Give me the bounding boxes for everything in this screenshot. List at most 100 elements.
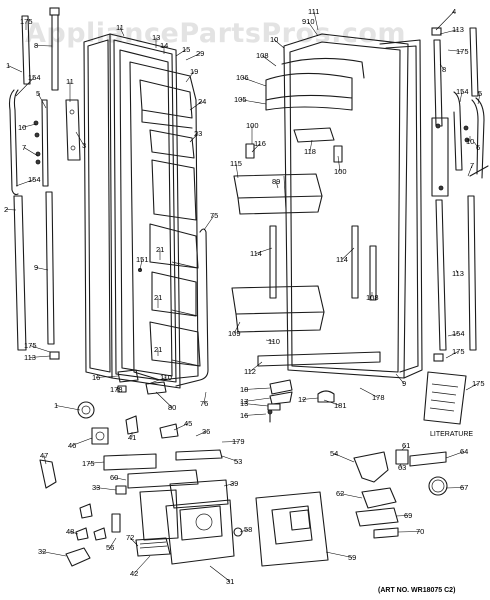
callout-leader xyxy=(467,165,473,177)
part-callout-label: 113 xyxy=(452,25,464,34)
part-callout-label: 113 xyxy=(452,269,464,278)
callout-leader xyxy=(147,377,167,385)
part-callout-label: 33 xyxy=(92,483,100,492)
callout-leader xyxy=(243,403,269,407)
part-callout-label: 11 xyxy=(116,23,124,32)
callout-leader xyxy=(239,529,249,533)
part-callout-label: 36 xyxy=(202,427,210,436)
callout-leader xyxy=(221,441,239,443)
callout-leader xyxy=(265,339,275,342)
part-callout-label: 175 xyxy=(24,341,37,350)
part-callout-label: 14 xyxy=(160,41,168,50)
callout-leader xyxy=(325,551,353,558)
callout-leader xyxy=(435,11,455,31)
part-callout-label: 13 xyxy=(240,399,248,408)
part-callout-label: 8 xyxy=(442,65,446,74)
part-callout-label: 110 xyxy=(160,373,172,382)
part-callout-label: 154 xyxy=(28,175,41,184)
part-callout-label: 48 xyxy=(66,527,74,536)
part-callout-label: 47 xyxy=(40,451,48,460)
callout-leader xyxy=(243,387,271,390)
part-callout-label: 113 xyxy=(24,353,36,362)
part-callout-label: 175 xyxy=(456,47,469,56)
part-callout-label: 60 xyxy=(110,473,118,482)
callout-leader xyxy=(95,487,117,491)
part-callout-label: 21 xyxy=(154,293,162,302)
callout-leader xyxy=(459,91,463,103)
callout-leader xyxy=(75,131,85,146)
callout-leader xyxy=(261,55,277,67)
callout-leader xyxy=(95,375,119,378)
callout-leader xyxy=(301,397,319,400)
callout-leader xyxy=(397,531,421,533)
callout-leader xyxy=(339,493,363,499)
callout-leader xyxy=(333,453,355,463)
callout-leader xyxy=(439,63,445,70)
literature-booklet: LITERATURE xyxy=(423,371,473,438)
part-callout-label: 154 xyxy=(456,87,469,96)
part-callout-label: 76 xyxy=(200,399,208,408)
callout-leader xyxy=(35,45,53,47)
callout-leader xyxy=(203,391,207,404)
part-callout-label: 175 xyxy=(472,379,485,388)
part-callout-label: 3 xyxy=(82,141,86,150)
callout-leader xyxy=(465,383,479,391)
part-callout-label: 39 xyxy=(230,479,238,488)
part-callout-label: 105 xyxy=(234,95,247,104)
callout-leader xyxy=(109,537,117,548)
callout-leader xyxy=(243,413,267,416)
callout-leader xyxy=(139,259,143,271)
part-callout-label: 4 xyxy=(452,7,456,16)
part-callout-label: 45 xyxy=(184,419,192,428)
part-callout-label: 54 xyxy=(330,449,338,458)
callout-leader xyxy=(221,455,239,462)
callout-leader xyxy=(173,423,189,431)
callout-leader xyxy=(235,163,239,179)
fresh-food-door xyxy=(231,33,423,379)
part-callout-label: 16 xyxy=(92,373,100,382)
callout-leader xyxy=(223,483,235,487)
part-callout-label: 118 xyxy=(304,147,316,156)
callout-leader xyxy=(189,133,199,143)
callout-leader xyxy=(15,179,35,187)
part-callout-label: 13 xyxy=(152,33,160,42)
part-callout-label: 31 xyxy=(226,577,234,586)
part-callout-label: 23 xyxy=(194,129,202,138)
part-callout-label: 56 xyxy=(106,543,114,552)
part-callout-label: 2 xyxy=(4,205,8,214)
callout-leader xyxy=(359,387,379,398)
callout-leader xyxy=(37,93,47,109)
callout-leader xyxy=(155,391,173,408)
callout-leader xyxy=(29,345,51,353)
part-callout-label: 114 xyxy=(336,255,348,264)
part-callout-label: 5 xyxy=(478,89,482,98)
part-callout-label: 116 xyxy=(254,139,266,148)
callout-leader xyxy=(447,49,463,52)
left-handle-trim xyxy=(8,7,81,360)
callout-leader xyxy=(71,437,93,446)
callout-leader xyxy=(323,399,341,406)
callout-leader xyxy=(29,355,51,358)
part-callout-label: 69 xyxy=(404,511,412,520)
part-callout-label: 8 xyxy=(34,41,38,50)
part-callout-label: 10 xyxy=(270,35,278,44)
right-handle-trim xyxy=(431,27,489,362)
callout-leader xyxy=(241,77,267,87)
callout-leader xyxy=(55,405,81,411)
part-callout-label: 17 xyxy=(240,397,248,406)
part-callout-label: 72 xyxy=(126,533,134,542)
part-callout-label: 106 xyxy=(236,73,249,82)
callout-leader xyxy=(251,143,261,153)
callout-leader xyxy=(309,139,313,152)
part-callout-label: 9 xyxy=(34,263,38,272)
part-callout-label: 21 xyxy=(154,345,162,354)
callout-leader xyxy=(119,27,125,37)
callout-leader xyxy=(447,333,459,337)
callout-leader xyxy=(255,247,273,254)
part-callout-label: 70 xyxy=(416,527,424,536)
callout-leader xyxy=(15,77,35,97)
callout-leader xyxy=(87,461,105,464)
freezer-door xyxy=(83,33,209,389)
